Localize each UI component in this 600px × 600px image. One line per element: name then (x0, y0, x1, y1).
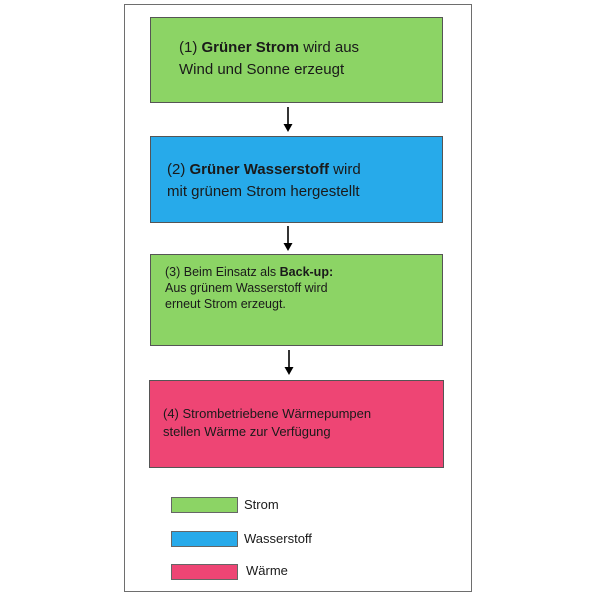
step-3-box: (3) Beim Einsatz als Back-up: Aus grünem… (150, 254, 443, 346)
step-4-box: (4) Strombetriebene Wärmepumpen stellen … (149, 380, 444, 468)
arrow-down-icon (282, 107, 294, 133)
diagram-frame (124, 4, 472, 592)
step-2-number: (2) (167, 161, 186, 178)
step-3-line-2: Aus grünem Wasserstoff wird (165, 281, 328, 295)
arrow-down-icon (282, 226, 294, 252)
legend-swatch-waerme (171, 564, 238, 580)
step-1-line-1: (1) Grüner Strom wird aus (179, 37, 442, 59)
arrow-down-icon (283, 350, 295, 376)
step-1-bold: Grüner Strom (201, 39, 300, 56)
legend-label-wasserstoff: Wasserstoff (244, 531, 312, 546)
step-4-line-1: (4) Strombetriebene Wärmepumpen (163, 406, 372, 421)
step-2-bold: Grüner Wasserstoff (189, 161, 329, 178)
step-1-box: (1) Grüner Strom wird aus Wind und Sonne… (150, 17, 443, 103)
step-3-bold: Back-up: (279, 265, 334, 279)
step-2-line-1: (2) Grüner Wasserstoff wird (167, 159, 442, 181)
step-2-rest: wird (333, 161, 361, 178)
step-1-line-2: Wind und Sonne erzeugt (179, 61, 345, 78)
step-1-number: (1) (179, 39, 198, 56)
step-2-line-2: mit grünem Strom hergestellt (167, 183, 360, 200)
legend-label-waerme: Wärme (246, 563, 288, 578)
legend-swatch-strom (171, 497, 238, 513)
step-4-line-2: stellen Wärme zur Verfügung (163, 424, 331, 439)
step-1-rest: wird aus (303, 39, 360, 56)
step-2-box: (2) Grüner Wasserstoff wird mit grünem S… (150, 136, 443, 223)
legend-swatch-wasserstoff (171, 531, 238, 547)
step-3-line-3: erneut Strom erzeugt. (165, 297, 286, 311)
step-3-prefix: (3) Beim Einsatz als (165, 265, 277, 279)
step-3-line-1: (3) Beim Einsatz als Back-up: (165, 264, 442, 280)
legend-label-strom: Strom (244, 497, 279, 512)
